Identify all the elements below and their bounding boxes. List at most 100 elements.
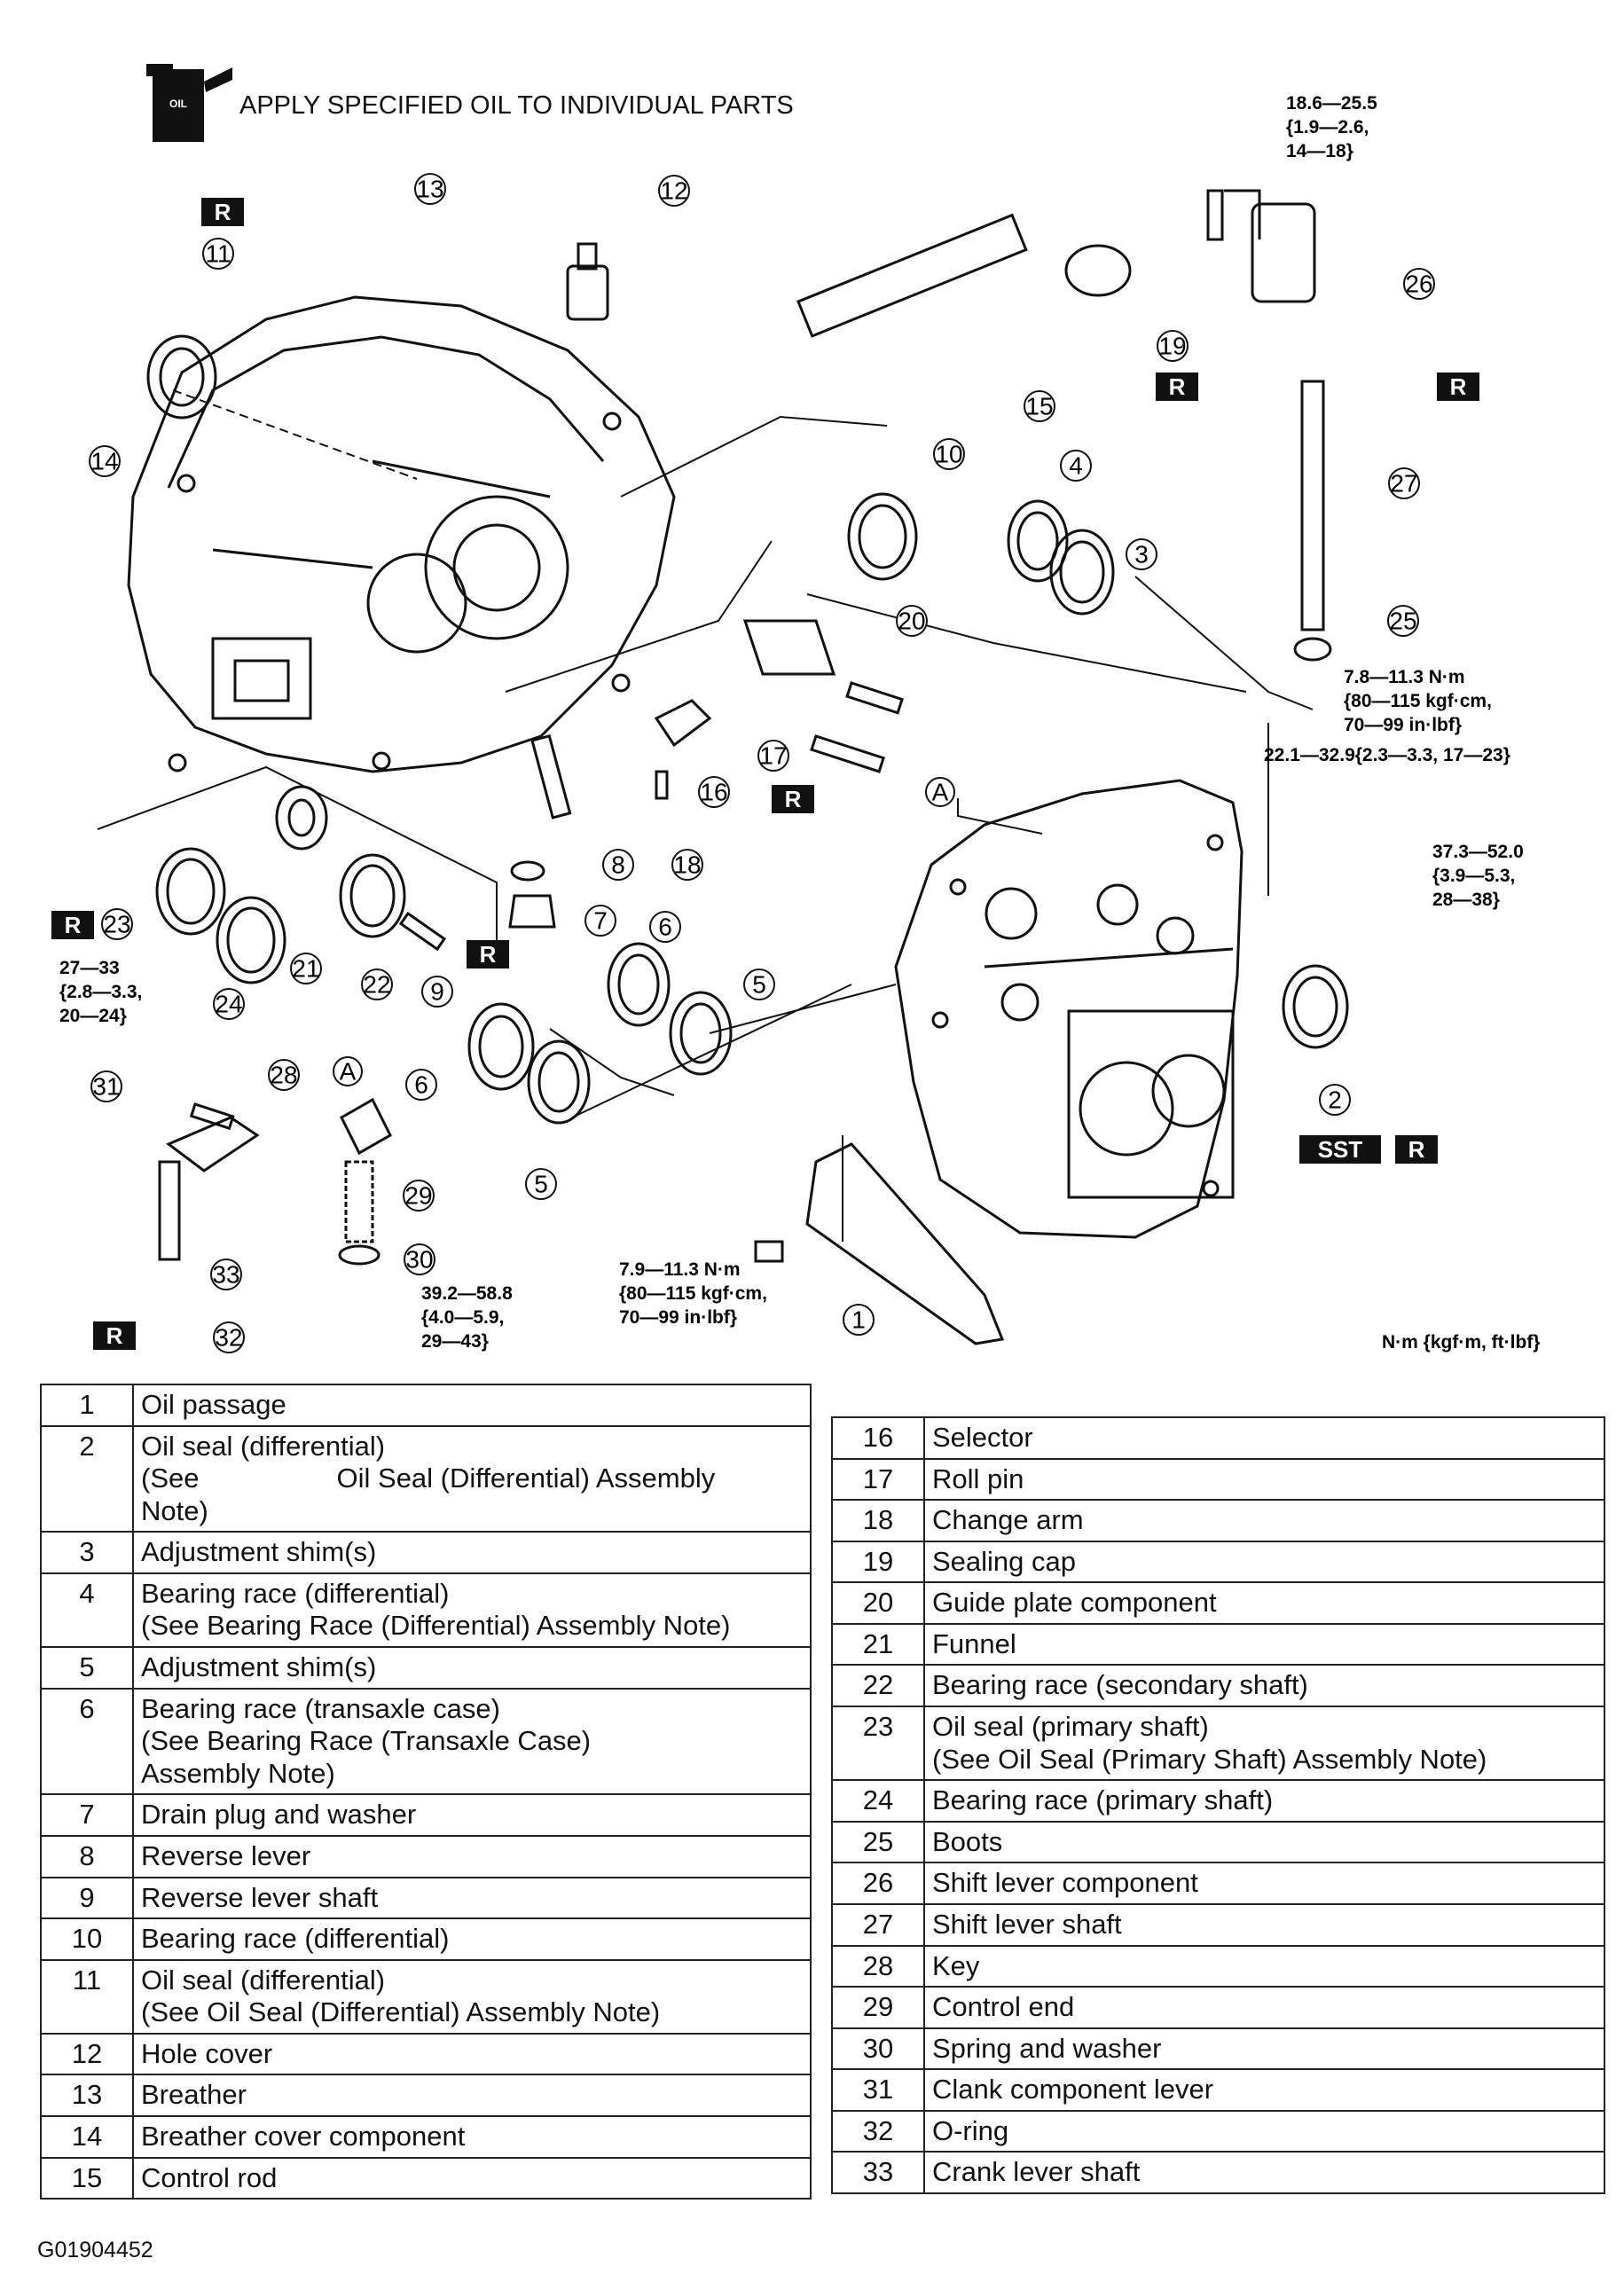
svg-text:R: R [1169, 373, 1186, 400]
part-description-line: Shift lever component [932, 1867, 1198, 1899]
part-description: Roll pin [923, 1457, 1605, 1502]
part-description-line: Control end [932, 1991, 1075, 2023]
part-description: Oil seal (differential)(See Oil Seal (Di… [132, 1958, 812, 2035]
svg-text:22: 22 [363, 971, 390, 999]
part-description-line: O-ring [932, 2114, 1009, 2146]
callout-15: 15 [1024, 390, 1055, 422]
svg-text:3: 3 [1134, 541, 1149, 569]
part-number: 28 [831, 1944, 925, 1988]
part-description-line: Control rod [141, 2161, 278, 2193]
svg-text:20—24}: 20—24} [59, 1006, 127, 1026]
part-description-line: Oil seal (differential) [141, 1964, 386, 1996]
part-number: 10 [40, 1917, 134, 1961]
part-number: 15 [40, 2156, 134, 2200]
callout-9: 9 [421, 976, 453, 1008]
part-number: 27 [831, 1902, 925, 1947]
part-description-line: Guide plate component [932, 1587, 1217, 1619]
part-number: 14 [40, 2114, 134, 2159]
part-description: Control rod [132, 2156, 812, 2200]
callout-6b: 6 [405, 1069, 437, 1101]
part-description: Bearing race (differential)(See Bearing … [132, 1572, 812, 1649]
svg-text:8: 8 [611, 851, 625, 879]
svg-text:2: 2 [1328, 1086, 1342, 1114]
part-number: 22 [831, 1664, 925, 1708]
part-description-line: Reverse lever shaft [141, 1881, 379, 1913]
part-description: Hole cover [132, 2032, 812, 2076]
callout-4: 4 [1060, 450, 1092, 482]
callout-22: 22 [361, 968, 393, 1000]
callout-5b: 5 [525, 1168, 557, 1200]
svg-text:SST: SST [1318, 1136, 1363, 1163]
svg-text:22.1—32.9{2.3—3.3, 17—23}: 22.1—32.9{2.3—3.3, 17—23} [1264, 745, 1510, 765]
part-number: 31 [831, 2068, 925, 2112]
svg-text:1: 1 [851, 1306, 866, 1334]
svg-text:{80—115 kgf·cm,: {80—115 kgf·cm, [1344, 691, 1492, 711]
part-description-line: Drain plug and washer [141, 1799, 417, 1831]
svg-text:A: A [340, 1058, 357, 1086]
svg-text:7.9—11.3 N·m: 7.9—11.3 N·m [619, 1259, 741, 1280]
callout-13: 13 [414, 173, 446, 205]
callout-28: 28 [268, 1059, 300, 1091]
callout-25: 25 [1387, 605, 1419, 637]
part-description-line: Bearing race (primary shaft) [932, 1784, 1274, 1816]
svg-text:28—38}: 28—38} [1432, 890, 1500, 910]
callout-18: 18 [671, 849, 703, 881]
part-description-line: Roll pin [932, 1463, 1024, 1494]
part-description: Bearing race (primary shaft) [923, 1779, 1605, 1823]
part-description-line: Bearing race (differential) [141, 1923, 450, 1955]
part-description-line: (See Bearing Race (Transaxle Case) [141, 1725, 592, 1757]
part-description: Breather cover component [132, 2114, 812, 2159]
oil-icon-label: OIL [169, 98, 187, 110]
svg-text:R: R [215, 199, 231, 225]
part-number: 6 [40, 1687, 134, 1796]
part-description-line: Assembly Note) [141, 1757, 335, 1789]
svg-text:13: 13 [416, 176, 443, 203]
svg-text:32: 32 [215, 1324, 242, 1352]
part-number: 7 [40, 1793, 134, 1837]
figure-id: G01904452 [37, 2238, 153, 2262]
svg-text:18: 18 [673, 851, 701, 879]
part-description: O-ring [923, 2109, 1605, 2153]
callout-5a: 5 [743, 968, 775, 1000]
svg-text:16: 16 [700, 779, 727, 806]
part-description: Shift lever shaft [923, 1902, 1605, 1947]
transaxle-case [894, 779, 1243, 1239]
callout-33: 33 [210, 1259, 242, 1290]
part-description-line: Hole cover [141, 2037, 273, 2069]
part-description-line: Breather cover component [141, 2120, 466, 2152]
svg-text:20: 20 [898, 608, 925, 635]
svg-text:R: R [106, 1322, 123, 1349]
small-parts [158, 189, 1325, 1345]
part-number: 17 [831, 1457, 925, 1502]
svg-text:19: 19 [1158, 333, 1186, 360]
torque-drain-plug: 39.2—58.8 {4.0—5.9, 29—43} [421, 1283, 513, 1352]
torque-long-bolt: 22.1—32.9{2.3—3.3, 17—23} [1264, 745, 1510, 765]
svg-text:{4.0—5.9,: {4.0—5.9, [421, 1307, 504, 1328]
svg-text:33: 33 [212, 1261, 239, 1289]
part-description-line: Oil seal (primary shaft) [932, 1711, 1209, 1743]
part-description: Reverse lever [132, 1834, 812, 1878]
callout-3: 3 [1126, 538, 1157, 570]
sst-badge [1299, 1135, 1381, 1164]
svg-text:29: 29 [404, 1182, 432, 1210]
part-description-line: (See Oil Seal (Differential) Assembly No… [141, 1996, 661, 2028]
callout-29: 29 [403, 1180, 435, 1212]
replace-badges: R R R R R R R R SST [51, 198, 1479, 1350]
part-description-line: Oil seal (differential) [141, 1430, 386, 1462]
part-number: 16 [831, 1416, 925, 1460]
part-description: Sealing cap [923, 1540, 1605, 1584]
part-description: Drain plug and washer [132, 1793, 812, 1837]
part-number: 32 [831, 2109, 925, 2153]
part-number: 18 [831, 1499, 925, 1542]
seal-rings [146, 244, 1349, 1125]
svg-text:18.6—25.5: 18.6—25.5 [1286, 93, 1377, 114]
svg-text:6: 6 [658, 914, 672, 941]
